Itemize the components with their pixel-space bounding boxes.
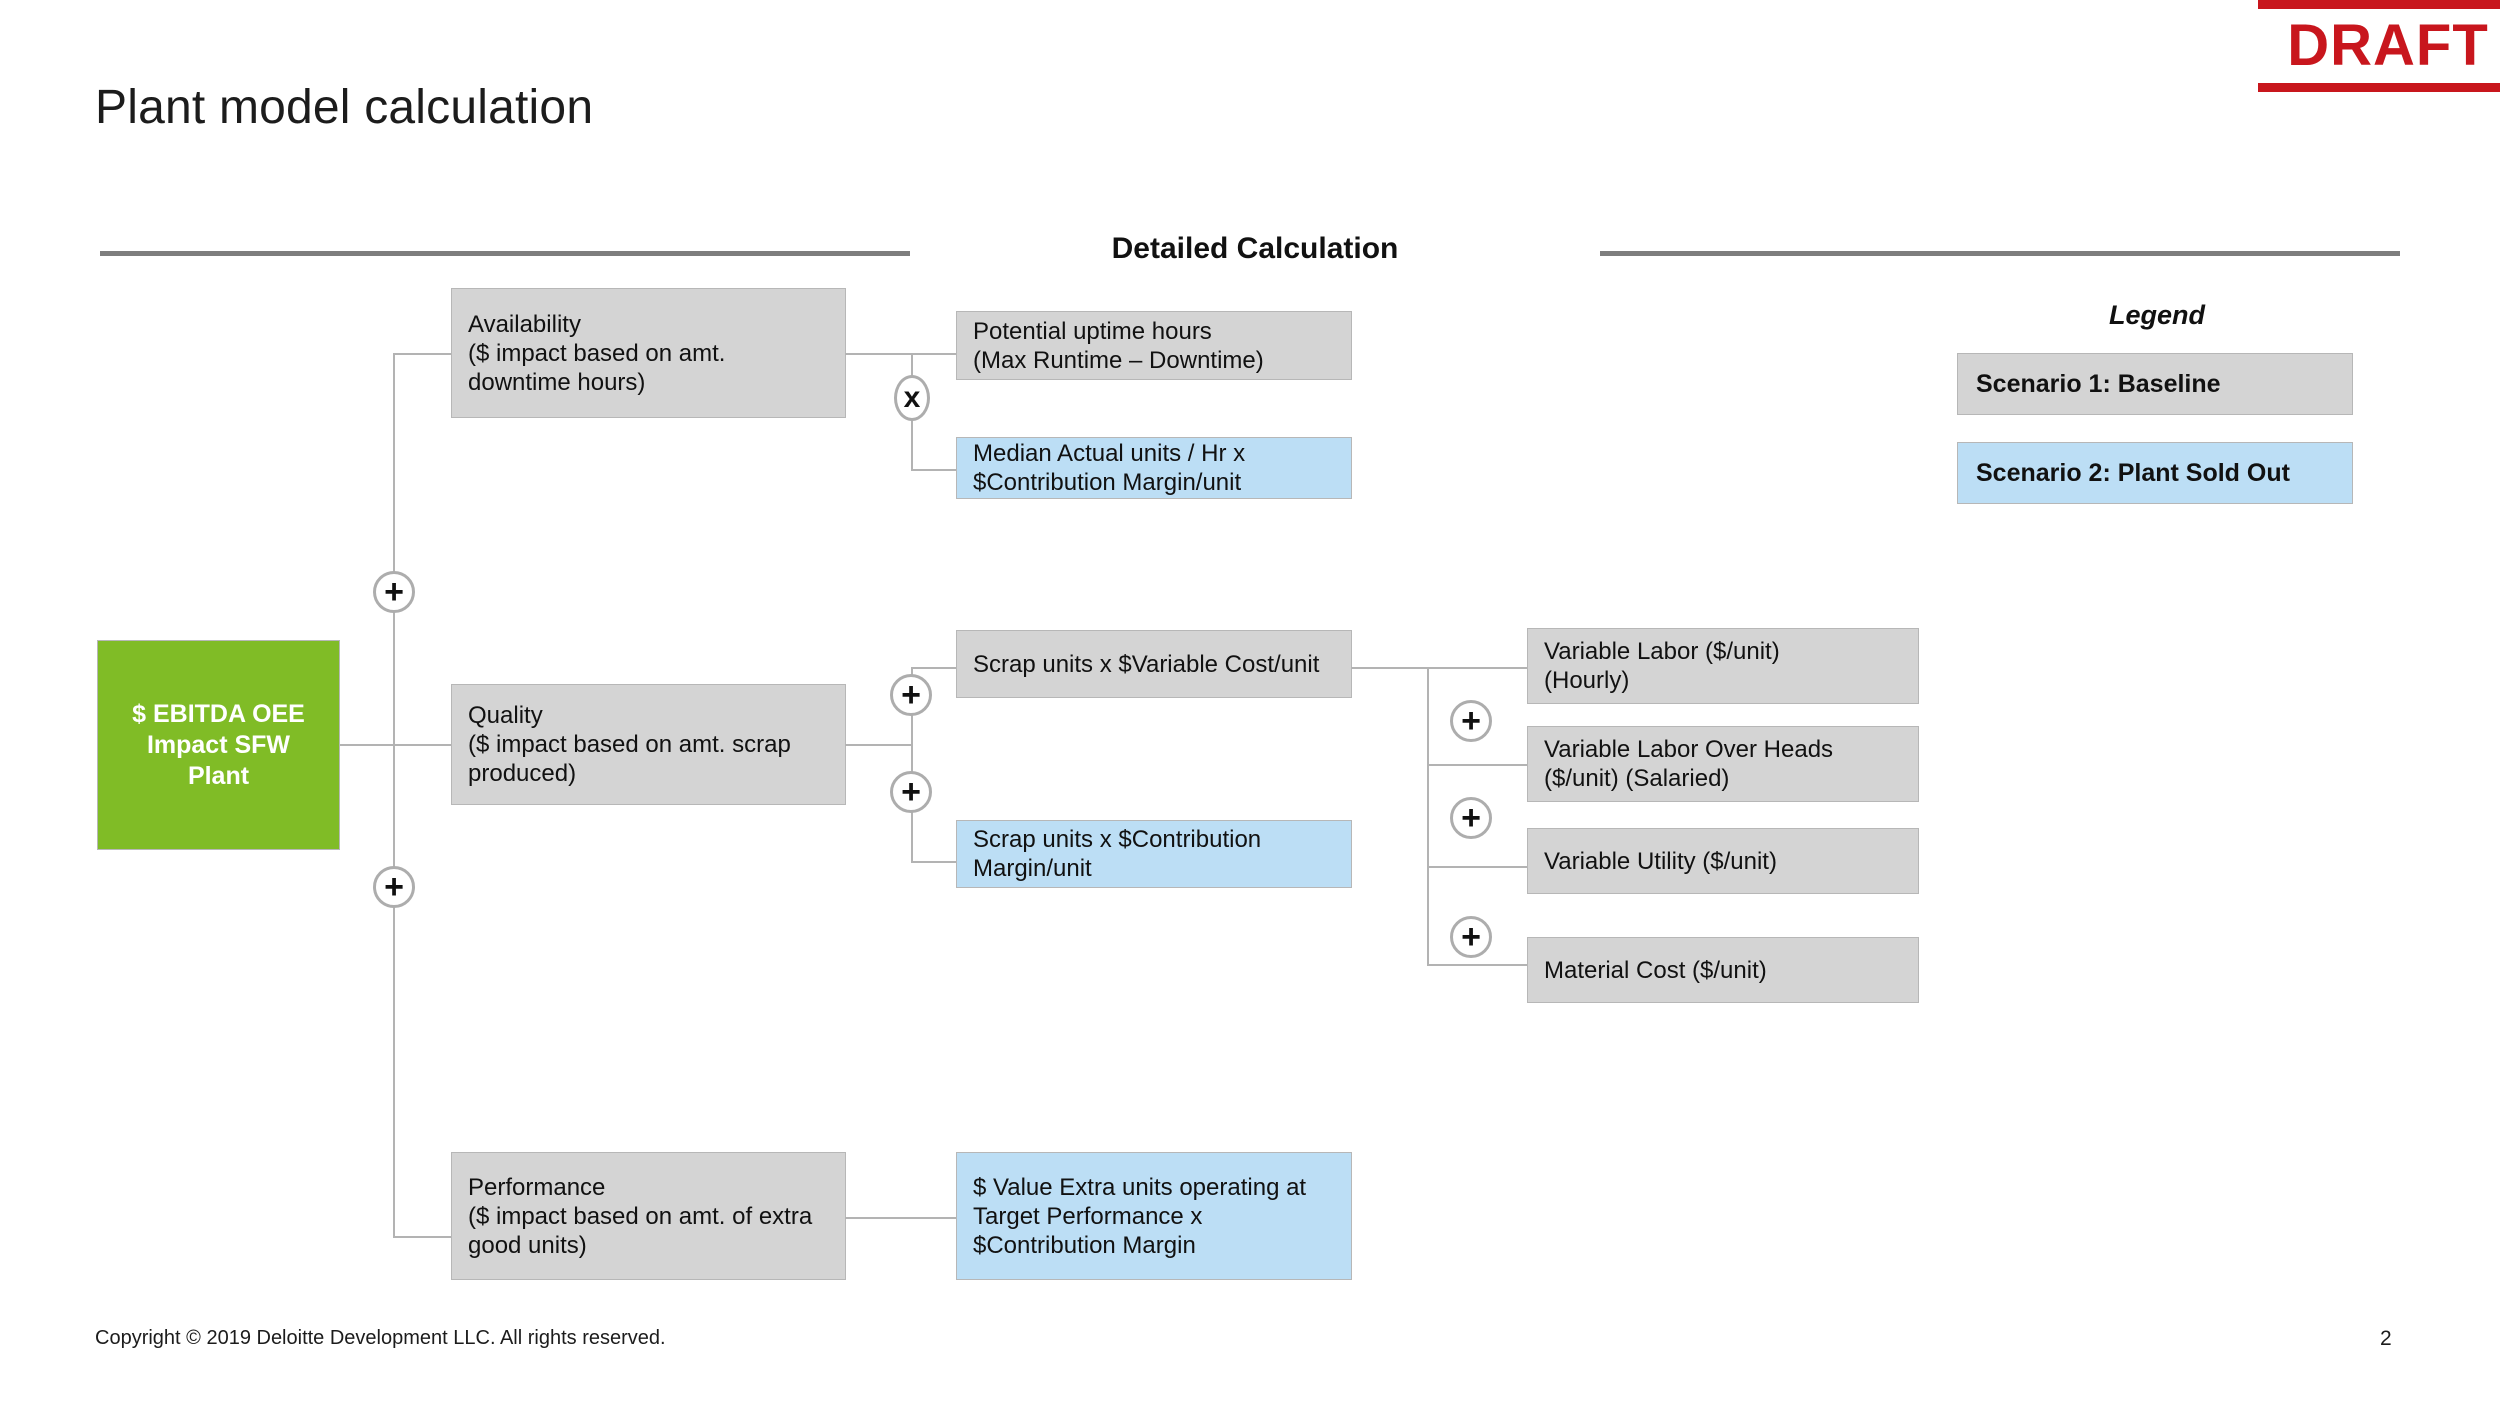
connector-availability-to-median [911, 469, 958, 471]
connector-cost-to-variable-utility [1427, 866, 1529, 868]
node-material-cost[interactable]: Material Cost ($/unit) [1527, 937, 1919, 1003]
connector-root-to-performance [393, 1236, 452, 1238]
node-label: Scrap units x $Variable Cost/unit [973, 650, 1320, 678]
operator-plus-cost-1: + [1450, 700, 1492, 742]
node-variable-labor-overheads[interactable]: Variable Labor Over Heads ($/unit) (Sala… [1527, 726, 1919, 802]
node-label: Scrap units x $Contribution Margin/unit [973, 826, 1262, 882]
section-rule-left [100, 251, 910, 256]
connector-quality-out [845, 744, 912, 746]
node-ebitda-oee-impact[interactable]: $ EBITDA OEE Impact SFW Plant [97, 640, 340, 850]
connector-root-spine [393, 353, 395, 1237]
operator-symbol: + [901, 676, 921, 714]
connector-availability-to-uptime [911, 353, 958, 355]
node-label: Quality ($ impact based on amt. scrap pr… [468, 702, 791, 787]
operator-plus-cost-3: + [1450, 916, 1492, 958]
node-quality[interactable]: Quality ($ impact based on amt. scrap pr… [451, 684, 846, 805]
operator-symbol: + [1461, 918, 1481, 956]
node-variable-labor-hourly[interactable]: Variable Labor ($/unit) (Hourly) [1527, 628, 1919, 704]
operator-symbol: + [1461, 702, 1481, 740]
node-availability[interactable]: Availability ($ impact based on amt. dow… [451, 288, 846, 418]
connector-root-to-quality [393, 744, 452, 746]
node-label: Potential uptime hours (Max Runtime – Do… [973, 317, 1264, 374]
legend-item-scenario-1[interactable]: Scenario 1: Baseline [1957, 353, 2353, 415]
page-title: Plant model calculation [95, 81, 594, 134]
operator-symbol: x [903, 381, 921, 414]
node-label: $ EBITDA OEE Impact SFW Plant [132, 699, 305, 790]
section-header: Detailed Calculation [1111, 232, 1399, 265]
node-value-extra-units[interactable]: $ Value Extra units operating at Target … [956, 1152, 1352, 1280]
connector-availability-out [845, 353, 912, 355]
connector-cost-to-labor-overheads [1427, 764, 1529, 766]
operator-symbol: + [384, 868, 404, 906]
node-scrap-units-variable-cost[interactable]: Scrap units x $Variable Cost/unit [956, 630, 1352, 698]
operator-plus-quality-scrap-margin: + [890, 771, 932, 813]
operator-plus-cost-2: + [1450, 797, 1492, 839]
operator-times-availability: x [894, 375, 930, 421]
connector-quality-spine [911, 667, 913, 862]
node-median-actual-units[interactable]: Median Actual units / Hr x $Contribution… [956, 437, 1352, 499]
operator-plus-quality-performance: + [373, 866, 415, 908]
section-rule-right [1600, 251, 2400, 256]
draft-rule-top [2258, 0, 2500, 9]
node-potential-uptime-hours[interactable]: Potential uptime hours (Max Runtime – Do… [956, 311, 1352, 380]
footer-page-number: 2 [2380, 1327, 2392, 1350]
node-scrap-units-contribution-margin[interactable]: Scrap units x $Contribution Margin/unit [956, 820, 1352, 888]
legend-title: Legend [2108, 300, 2205, 330]
operator-plus-quality-scrap-variable: + [890, 674, 932, 716]
connector-quality-to-scrap-variable [911, 667, 958, 669]
operator-symbol: + [384, 573, 404, 611]
operator-symbol: + [901, 773, 921, 811]
node-label: Median Actual units / Hr x $Contribution… [973, 440, 1246, 496]
connector-root-stub [339, 744, 395, 746]
legend-item-scenario-2[interactable]: Scenario 2: Plant Sold Out [1957, 442, 2353, 504]
connector-root-to-availability [393, 353, 452, 355]
connector-cost-spine [1427, 667, 1429, 965]
node-variable-utility[interactable]: Variable Utility ($/unit) [1527, 828, 1919, 894]
connector-cost-to-material-cost [1427, 964, 1529, 966]
connector-cost-to-variable-labor [1427, 667, 1529, 669]
legend-item-label: Scenario 2: Plant Sold Out [1976, 458, 2290, 487]
draft-rule-bottom [2258, 83, 2500, 92]
node-label: Material Cost ($/unit) [1544, 956, 1767, 984]
connector-scrap-variable-out [1351, 667, 1429, 669]
operator-symbol: + [1461, 799, 1481, 837]
node-performance[interactable]: Performance ($ impact based on amt. of e… [451, 1152, 846, 1280]
node-label: Variable Labor Over Heads ($/unit) (Sala… [1544, 736, 1834, 792]
node-label: $ Value Extra units operating at Target … [973, 1173, 1307, 1259]
node-label: Variable Utility ($/unit) [1544, 847, 1777, 875]
footer-copyright: Copyright © 2019 Deloitte Development LL… [95, 1327, 666, 1349]
node-label: Performance ($ impact based on amt. of e… [468, 1173, 813, 1259]
draft-stamp: DRAFT [2258, 0, 2500, 92]
node-label: Availability ($ impact based on amt. dow… [468, 310, 726, 396]
legend-item-label: Scenario 1: Baseline [1976, 369, 2221, 398]
draft-label: DRAFT [2287, 13, 2489, 78]
node-label: Variable Labor ($/unit) (Hourly) [1544, 638, 1780, 694]
connector-quality-to-scrap-margin [911, 861, 958, 863]
connector-performance-out [845, 1217, 958, 1219]
operator-plus-availability-quality: + [373, 571, 415, 613]
